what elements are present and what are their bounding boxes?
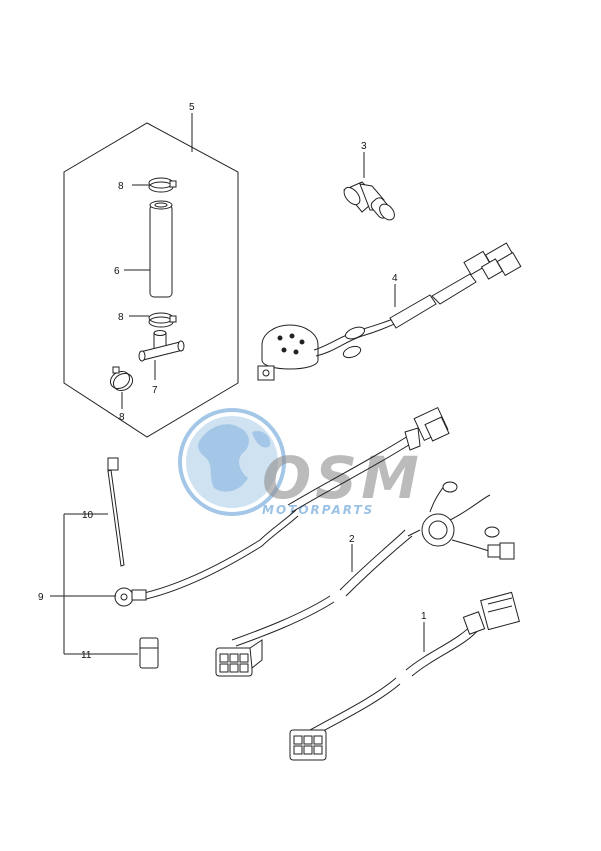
callout-4: 4 [392, 273, 398, 284]
callout-6: 6 [114, 266, 120, 277]
watermark-tagline: MOTORPARTS [262, 503, 374, 517]
ground-wire [114, 509, 299, 607]
hose-tube [124, 200, 173, 298]
terminal-cap [139, 637, 159, 669]
leader-bracket [50, 513, 353, 655]
tee-joint [138, 330, 185, 380]
watermark-brand: OSM [262, 444, 423, 512]
globe-icon [178, 408, 286, 516]
buzzer-harness [257, 242, 522, 381]
callout-9: 9 [38, 592, 44, 603]
callout-8-bottom: 8 [119, 412, 125, 423]
callout-10: 10 [82, 510, 94, 521]
callout-3: 3 [361, 141, 367, 152]
callout-11: 11 [81, 650, 92, 661]
callout-1: 1 [421, 611, 427, 622]
callout-7: 7 [152, 385, 158, 396]
callout-2: 2 [349, 534, 355, 545]
hose-kit-group [63, 113, 239, 438]
watermark-wordmark: OSM MOTORPARTS [262, 444, 423, 517]
main-harness [215, 406, 515, 677]
plug-part [343, 152, 395, 221]
hose-clamp-bottom [109, 366, 134, 409]
watermark-logo [178, 408, 286, 516]
hose-clamp-middle [129, 312, 177, 328]
group-outline [63, 122, 239, 438]
callout-8-middle: 8 [118, 312, 124, 323]
callout-5: 5 [189, 102, 195, 113]
sub-harness [289, 591, 520, 761]
callout-8-top: 8 [118, 181, 124, 192]
cable-tie [107, 457, 125, 567]
hose-clamp-top [132, 177, 177, 193]
